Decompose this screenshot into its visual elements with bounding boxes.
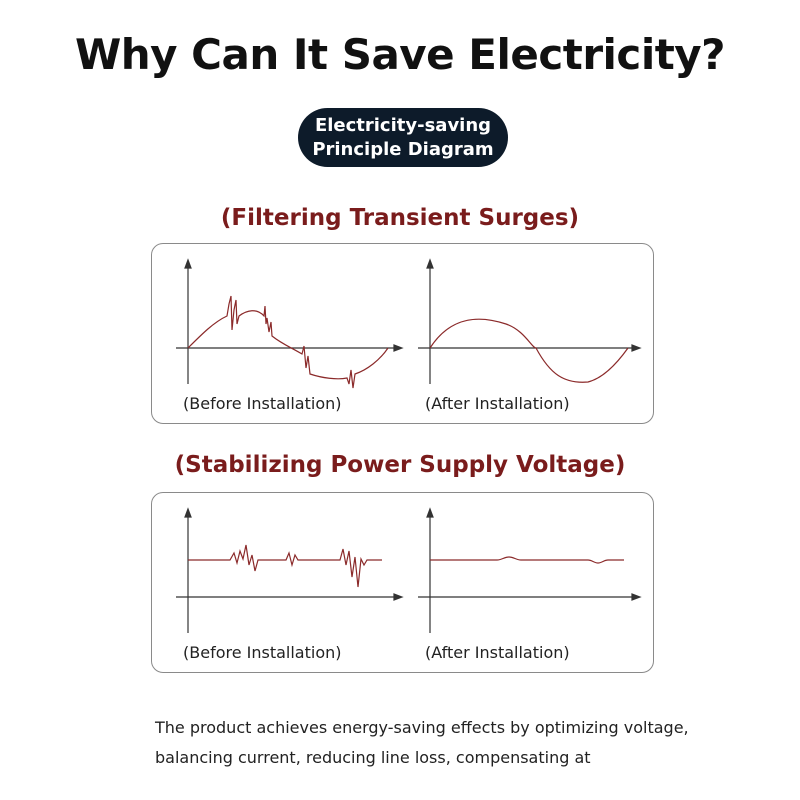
voltage-diagram (176, 507, 642, 633)
description-line-2: balancing current, reducing line loss, c… (155, 748, 591, 767)
principle-badge: Electricity-saving Principle Diagram (298, 108, 508, 167)
voltage-before-wave (188, 544, 382, 588)
voltage-after-caption: (After Installation) (425, 643, 570, 662)
badge-line-1: Electricity-saving (314, 114, 492, 136)
surge-after-axes (418, 258, 642, 384)
surge-before-wave (187, 295, 389, 389)
surge-diagram-panel: (Before Installation) (After Installatio… (151, 243, 654, 424)
voltage-after-axes (418, 507, 642, 633)
section-title-surges: (Filtering Transient Surges) (220, 205, 580, 231)
surge-after-wave (429, 318, 629, 383)
surge-before-caption: (Before Installation) (183, 394, 342, 413)
surge-before-axes (176, 258, 404, 384)
description-text: The product achieves energy-saving effec… (155, 713, 775, 773)
surge-after-caption: (After Installation) (425, 394, 570, 413)
page-title: Why Can It Save Electricity? (74, 30, 726, 79)
voltage-before-caption: (Before Installation) (183, 643, 342, 662)
badge-line-2: Principle Diagram (312, 138, 494, 160)
surge-diagram (176, 258, 642, 389)
voltage-diagram-panel: (Before Installation) (After Installatio… (151, 492, 654, 673)
section-title-voltage: (Stabilizing Power Supply Voltage) (174, 452, 626, 478)
voltage-after-wave (430, 556, 624, 564)
description-line-1: The product achieves energy-saving effec… (155, 718, 689, 737)
voltage-before-axes (176, 507, 404, 633)
